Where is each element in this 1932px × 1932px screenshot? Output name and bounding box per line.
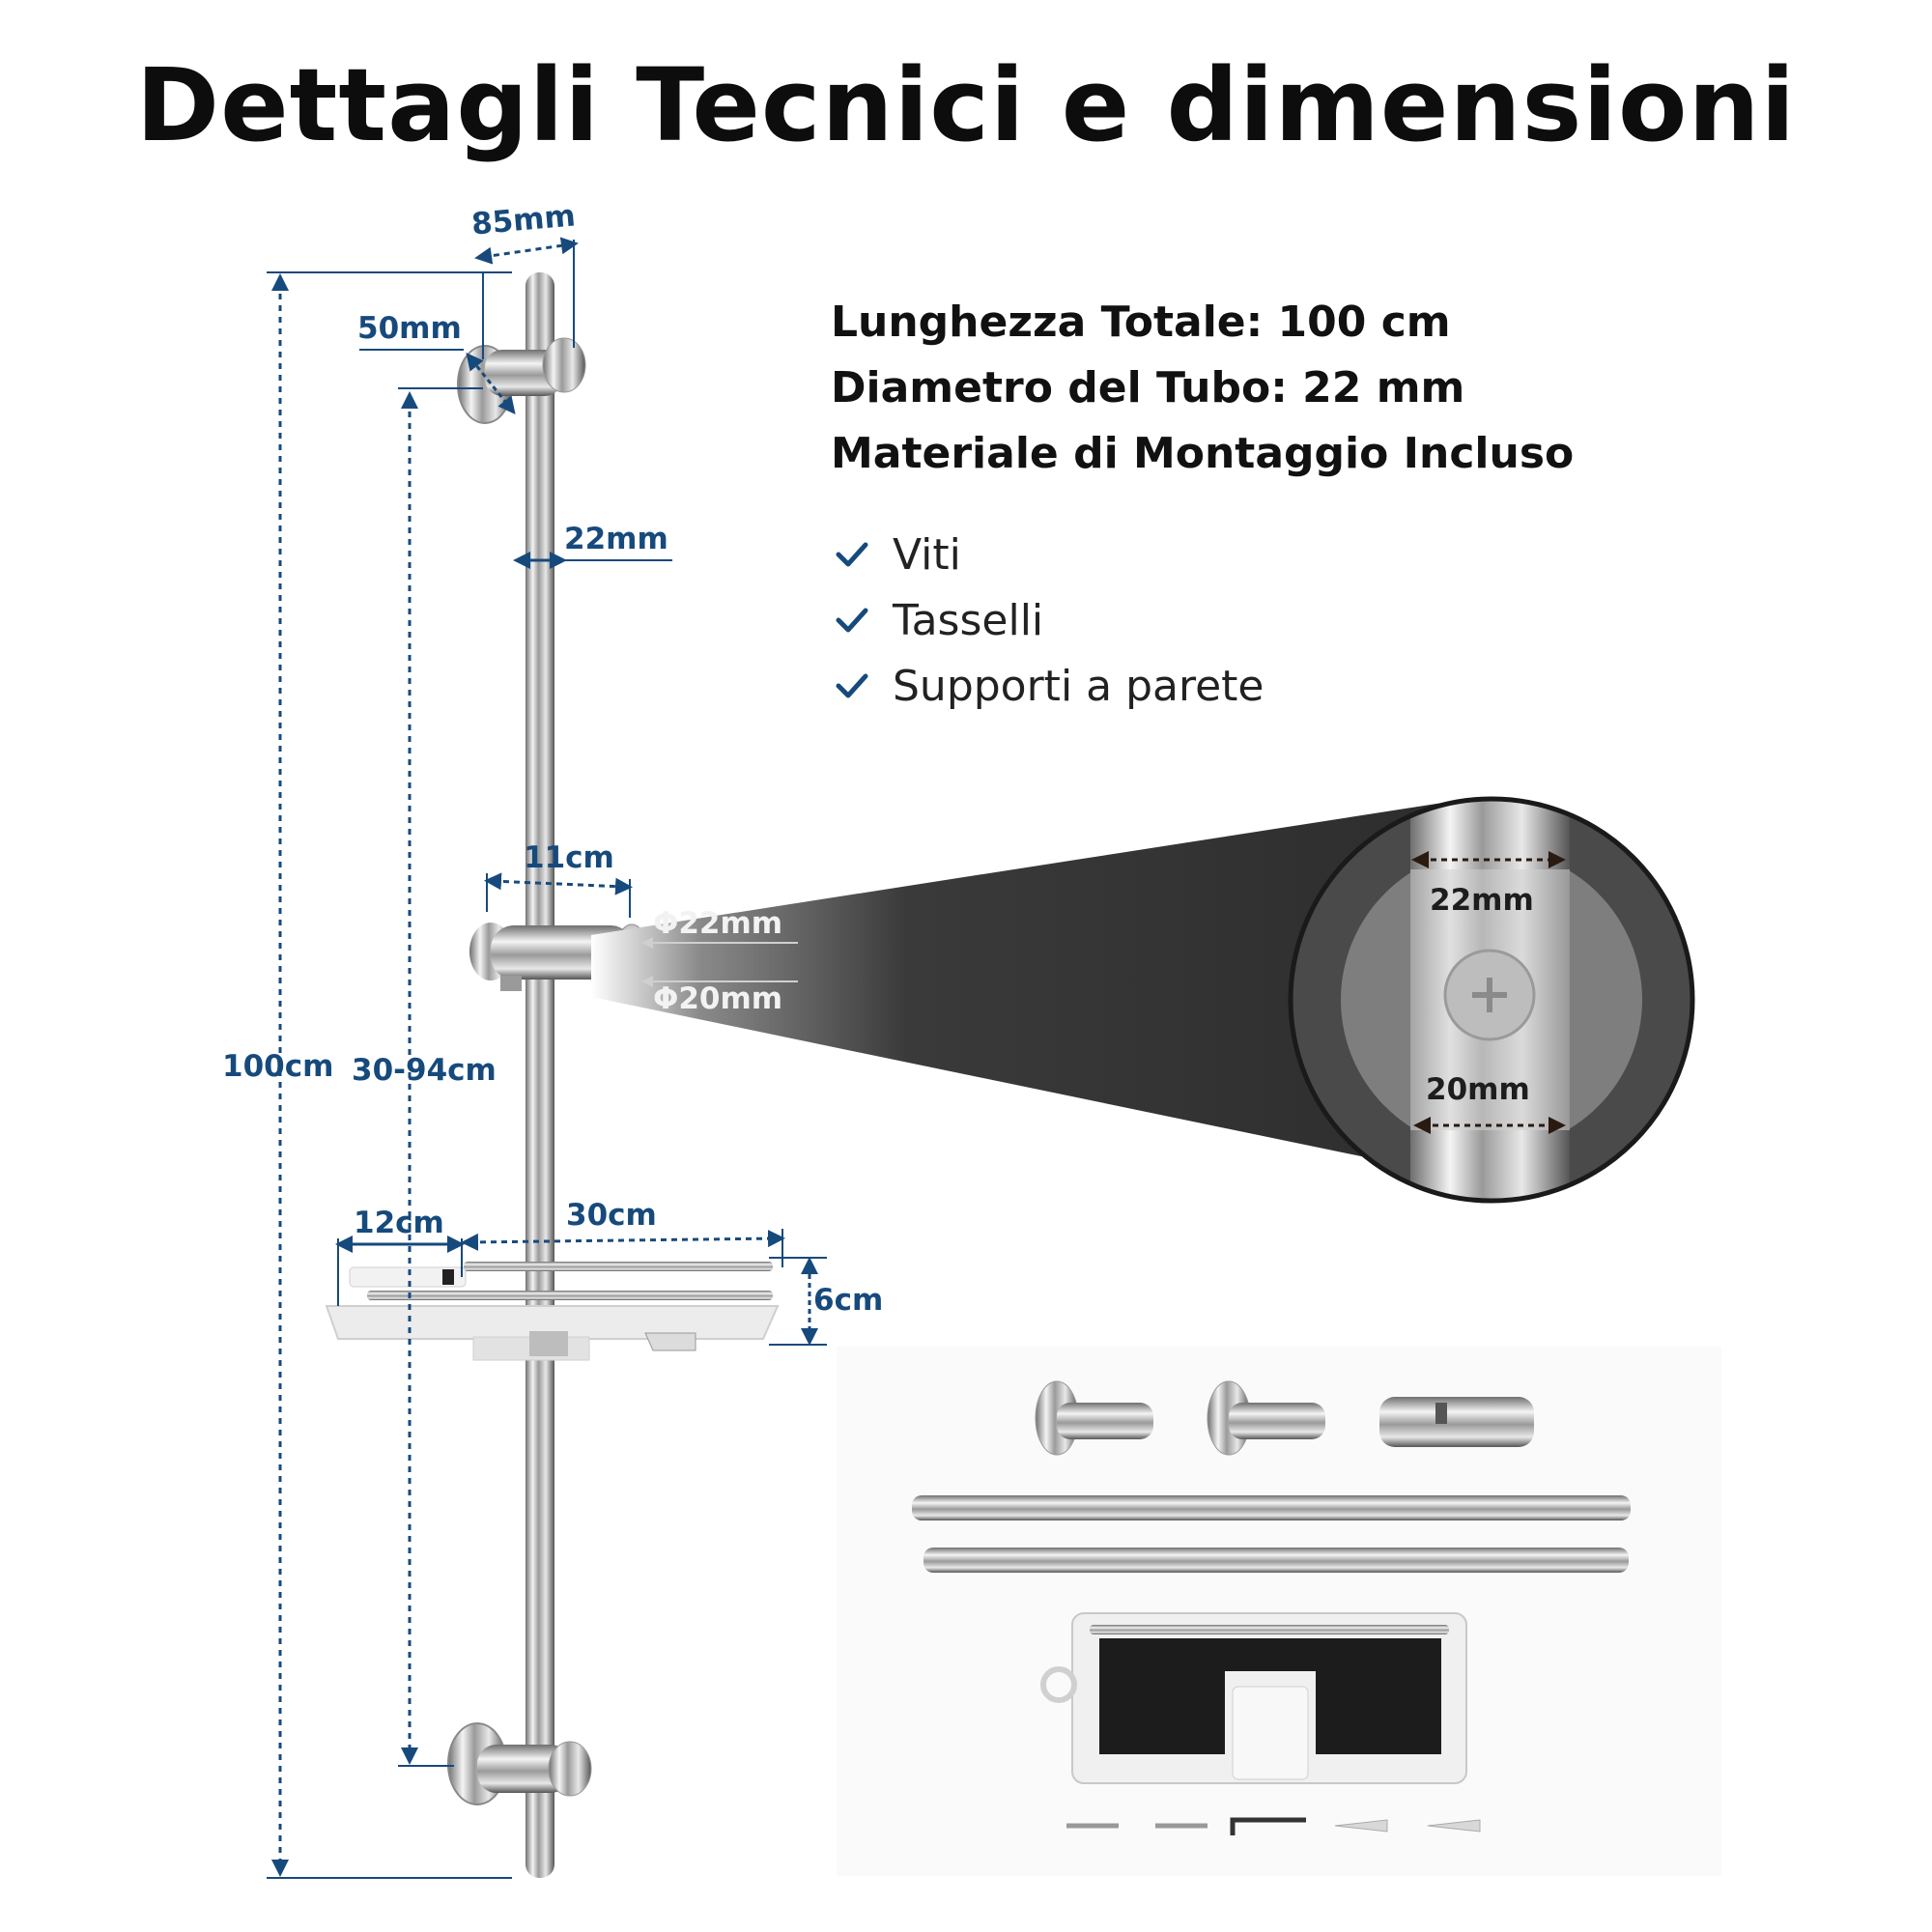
item-wall-plugs: Tasselli <box>893 595 1044 645</box>
dim-bracket-diameter: 50mm <box>357 311 462 346</box>
spec-list: Lunghezza Totale: 100 cm Diametro del Tu… <box>831 290 1893 487</box>
dim-adjustable-range: 30-94cm <box>352 1053 497 1088</box>
bottom-wall-bracket <box>447 1722 592 1805</box>
list-item: Supporti a parete <box>831 653 1700 719</box>
zoom-circle <box>1288 796 1695 1204</box>
dim-total-length: 100cm <box>222 1049 334 1084</box>
list-item: Tasselli <box>831 587 1700 653</box>
check-icon <box>836 608 868 633</box>
included-parts-photo <box>837 1347 1721 1876</box>
shower-rail <box>526 272 554 1878</box>
item-wall-brackets: Supporti a parete <box>893 661 1264 711</box>
dim-slider-inner-top: Φ22mm <box>653 906 783 941</box>
item-screws: Viti <box>893 529 961 580</box>
dim-slider-inner-bottom: Φ20mm <box>653 981 783 1016</box>
spec-tube-diameter: Diametro del Tubo: 22 mm <box>831 363 1465 412</box>
zoom-dim-top: 22mm <box>1430 883 1534 918</box>
spec-mounting-material: Materiale di Montaggio Incluso <box>831 429 1575 478</box>
included-items-list: Viti Tasselli Supporti a parete <box>831 522 1700 719</box>
zoom-dim-bottom: 20mm <box>1426 1072 1530 1107</box>
dimension-lines <box>267 237 827 1879</box>
dim-shelf-width: 30cm <box>566 1198 657 1233</box>
spec-total-length: Lunghezza Totale: 100 cm <box>831 298 1451 347</box>
dim-shelf-height: 6cm <box>813 1283 884 1318</box>
top-wall-bracket <box>457 337 586 424</box>
shower-shelf <box>325 1262 780 1361</box>
dim-shelf-hook: 12cm <box>354 1206 444 1240</box>
list-item: Viti <box>831 522 1700 587</box>
dim-slider-width: 11cm <box>524 840 614 875</box>
dim-tube-diameter: 22mm <box>564 522 668 556</box>
check-icon <box>836 542 868 567</box>
check-icon <box>836 673 868 698</box>
zoom-beam <box>591 802 1492 1183</box>
page-title: Dettagli Tecnici e dimensioni <box>135 46 1797 164</box>
